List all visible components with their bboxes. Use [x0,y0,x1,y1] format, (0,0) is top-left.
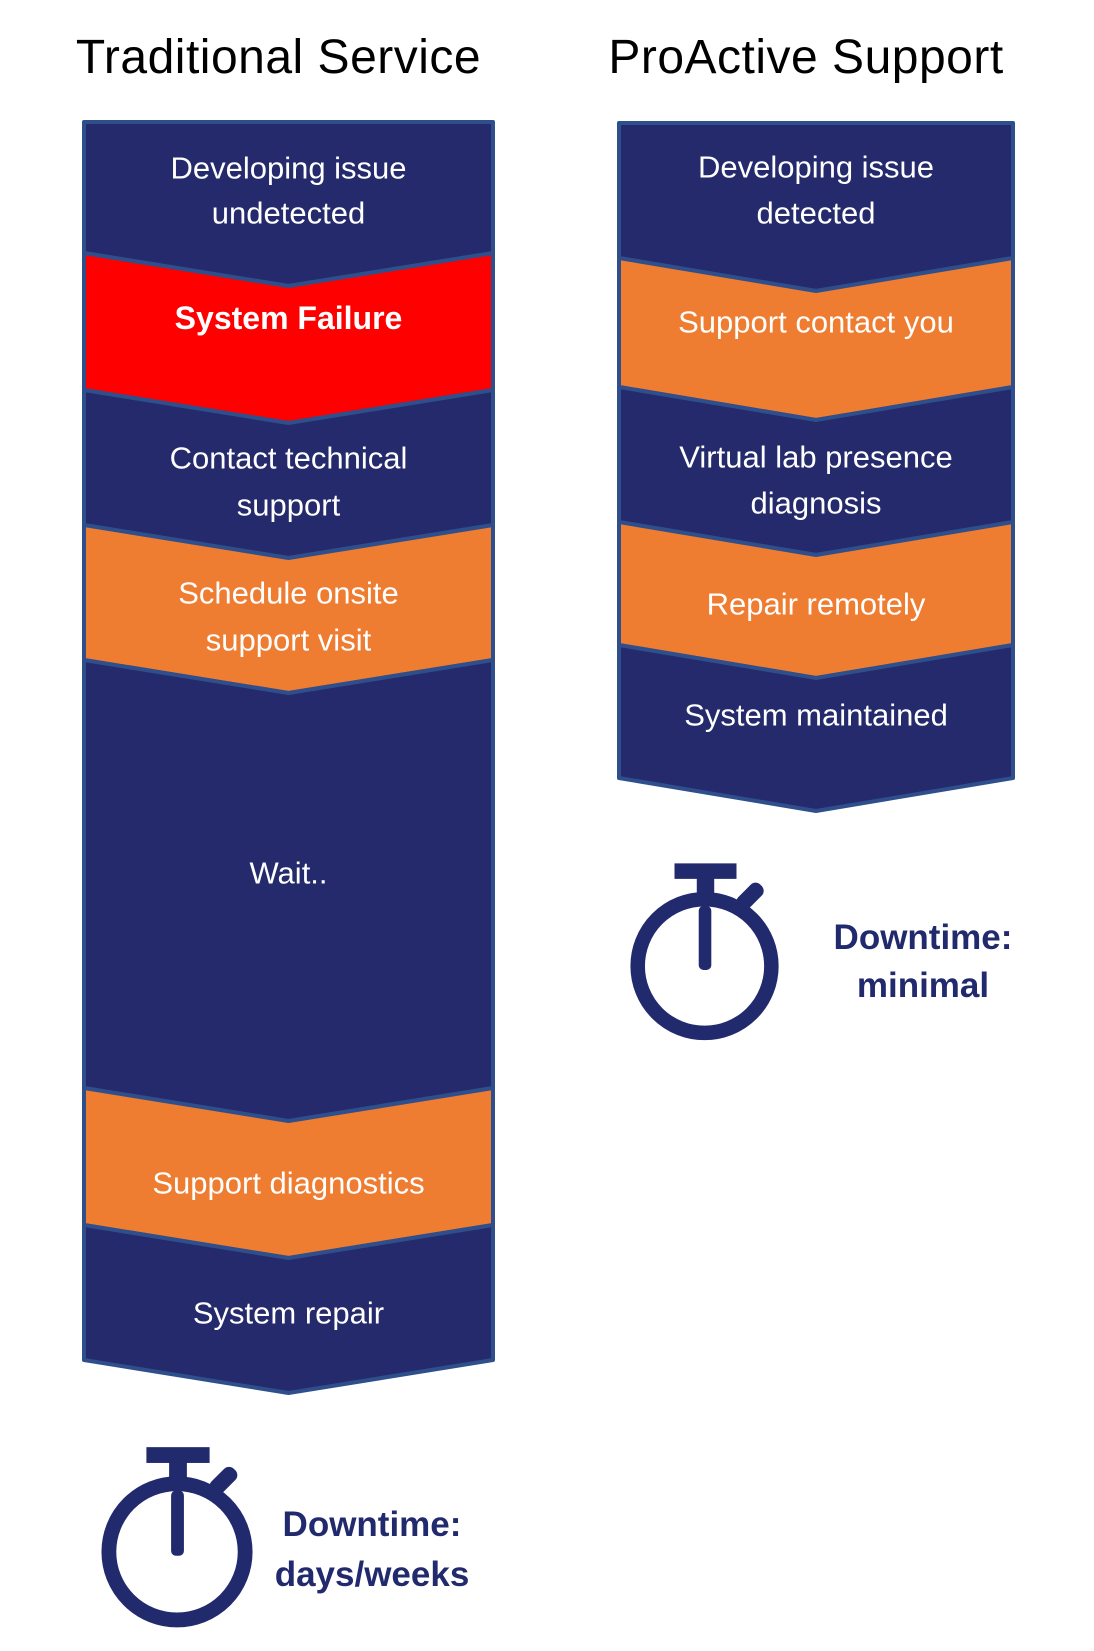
chevron-system-repair [82,1223,495,1395]
stopwatch-icon [101,1447,253,1628]
step-label: undetected [212,196,365,231]
stopwatch-hand [171,1490,184,1556]
downtime-traditional: Downtime: days/weeks [252,1500,492,1600]
step-label: Developing issue [170,151,406,186]
downtime-value: days/weeks [274,1555,470,1594]
step-label: System Failure [175,300,403,336]
step-label: Contact technical [170,441,408,476]
step-label: System maintained [684,698,948,733]
step-label: Wait.. [249,856,327,891]
step-label: diagnosis [751,486,882,521]
step-label: Virtual lab presence [679,440,952,475]
downtime-label: Downtime: [833,918,1013,957]
traditional-flow-chart: Developing issue undetected System Failu… [82,120,495,1395]
proactive-flow-chart: Developing issue detected Support contac… [617,121,1015,813]
step-label: Schedule onsite [178,576,399,611]
stopwatch-hand [698,906,712,970]
downtime-value: minimal [856,966,990,1005]
proactive-support-title: ProActive Support [608,31,1004,84]
step-label: detected [757,196,876,231]
downtime-label: Downtime: [282,1505,462,1544]
step-label: System repair [193,1296,384,1331]
step-label: Developing issue [698,150,934,185]
step-label: Repair remotely [707,587,926,622]
step-label: support visit [206,623,372,658]
chevron-wait [82,658,495,1123]
step-label: Support diagnostics [152,1166,424,1201]
traditional-service-title: Traditional Service [75,31,482,84]
chevron-system-maintained [617,643,1015,813]
stopwatch-top-button [674,863,737,879]
step-label: support [237,488,341,523]
stopwatch-icon [630,863,779,1041]
step-label: Support contact you [678,305,954,340]
downtime-proactive: Downtime: minimal [802,914,1044,1010]
stopwatch-top-button [146,1447,210,1463]
